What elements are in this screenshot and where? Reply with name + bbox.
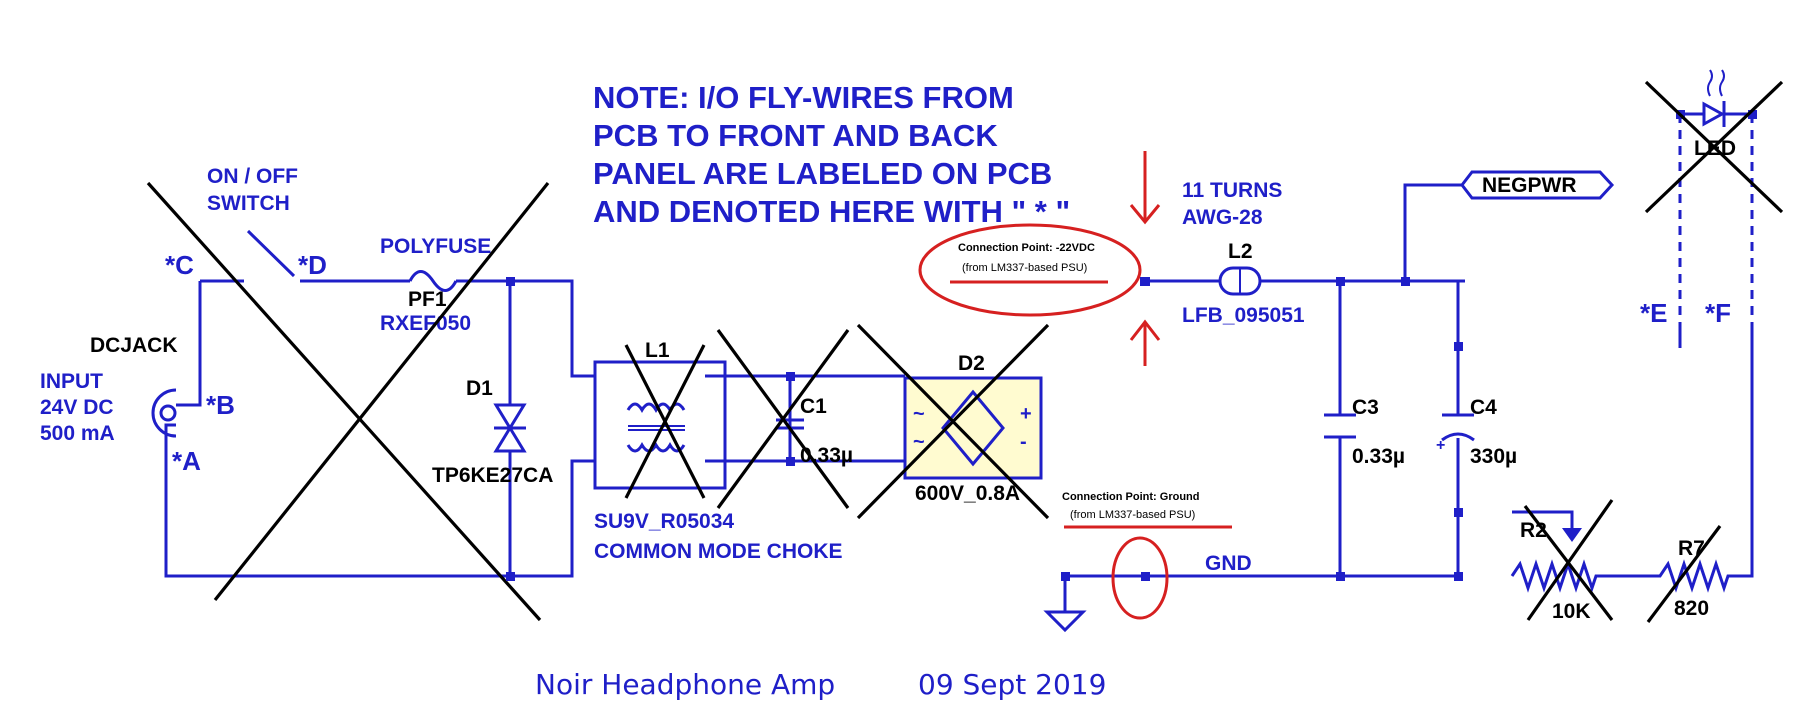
switch-label-2: SWITCH [207, 192, 290, 215]
capacitor-c1: C1 0.33µ [776, 395, 853, 467]
pf1-part: RXEF050 [380, 312, 471, 335]
resistors-r2-r7: R2 10K R7 820 [1510, 499, 1735, 623]
connection-gnd-title: Connection Point: Ground [1062, 491, 1199, 503]
pf1-ref: PF1 [408, 288, 447, 311]
connection-gnd-sub: (from LM337-based PSU) [1070, 509, 1195, 521]
r7-value: 820 [1674, 597, 1709, 620]
d2-ref: D2 [958, 352, 985, 375]
pin-c-label: *C [165, 250, 194, 280]
switch-label-1: ON / OFF [207, 165, 298, 188]
polyfuse-title: POLYFUSE [380, 235, 491, 258]
dcjack-line-2: 24V DC [40, 396, 114, 419]
annotation-gnd-connection: Connection Point: Ground (from LM337-bas… [1062, 491, 1232, 620]
l1-ref: L1 [645, 339, 670, 362]
r2-value: 10K [1552, 600, 1591, 623]
d2-minus: - [1020, 431, 1027, 453]
c3-value: 0.33µ [1352, 445, 1405, 468]
bridge-rectifier-d2: ~ ~ + - D2 600V_0.8A [903, 352, 1043, 505]
l2-wire: AWG-28 [1182, 206, 1263, 229]
note-line-3: PANEL ARE LABELED ON PCB [593, 156, 1052, 191]
dcjack-line-3: 500 mA [40, 422, 115, 445]
l2-ref: L2 [1228, 240, 1253, 263]
footer-date: 09 Sept 2019 [918, 668, 1106, 701]
dc-jack: DCJACK INPUT 24V DC 500 mA [40, 334, 178, 445]
note-block: NOTE: I/O FLY-WIRES FROM PCB TO FRONT AN… [593, 80, 1070, 229]
pin-b-label: *B [206, 390, 235, 420]
pin-d-label: *D [298, 250, 327, 280]
l2-turns: 11 TURNS [1182, 179, 1282, 202]
pin-a-label: *A [172, 446, 201, 476]
l2-part: LFB_095051 [1182, 304, 1305, 327]
d2-ac-1: ~ [913, 403, 925, 425]
d1-part: TP6KE27CA [432, 464, 553, 487]
footer-title: Noir Headphone Amp [535, 668, 835, 701]
note-line-2: PCB TO FRONT AND BACK [593, 118, 998, 153]
gnd-label: GND [1205, 552, 1252, 575]
d2-part: 600V_0.8A [915, 482, 1020, 505]
connection-neg-sub: (from LM337-based PSU) [962, 262, 1087, 274]
negpwr-port: NEGPWR [1460, 170, 1615, 200]
note-line-4: AND DENOTED HERE WITH " * " [593, 194, 1070, 229]
on-off-switch: ON / OFF SWITCH [207, 165, 298, 278]
d2-ac-2: ~ [913, 431, 925, 453]
l1-desc: COMMON MODE CHOKE [594, 540, 843, 563]
d2-plus: + [1020, 403, 1032, 425]
removed-section-crosses [146, 181, 1050, 622]
c1-ref: C1 [800, 395, 827, 418]
pin-e-label: *E [1640, 298, 1667, 328]
d1-ref: D1 [466, 377, 493, 400]
c4-polarity: + [1436, 437, 1445, 454]
negpwr-label: NEGPWR [1482, 174, 1577, 197]
c4-value: 330µ [1470, 445, 1517, 468]
annotation-neg-connection: Connection Point: -22VDC (from LM337-bas… [918, 151, 1161, 366]
dcjack-line-1: INPUT [40, 370, 103, 393]
l1-part: SU9V_R05034 [594, 510, 734, 533]
capacitor-c3: C3 0.33µ [1324, 396, 1405, 468]
c3-ref: C3 [1352, 396, 1379, 419]
note-line-1: NOTE: I/O FLY-WIRES FROM [593, 80, 1014, 115]
choke-l1: L1 SU9V_R05034 COMMON MODE CHOKE [593, 339, 843, 563]
connection-neg-title: Connection Point: -22VDC [958, 242, 1095, 254]
ground-symbol: GND [1043, 552, 1252, 633]
dcjack-name: DCJACK [90, 334, 178, 357]
c4-ref: C4 [1470, 396, 1497, 419]
diode-d1: D1 TP6KE27CA [432, 377, 553, 487]
inductor-l2: L2 11 TURNS AWG-28 LFB_095051 [1182, 179, 1305, 327]
led-section: LED *E *F [1640, 69, 1784, 578]
capacitor-c4: + C4 330µ [1436, 396, 1517, 468]
pin-f-label: *F [1705, 298, 1731, 328]
polyfuse-pf1: POLYFUSE PF1 RXEF050 [380, 235, 491, 335]
r7-ref: R7 [1678, 537, 1705, 560]
footer: Noir Headphone Amp 09 Sept 2019 [535, 668, 1106, 701]
